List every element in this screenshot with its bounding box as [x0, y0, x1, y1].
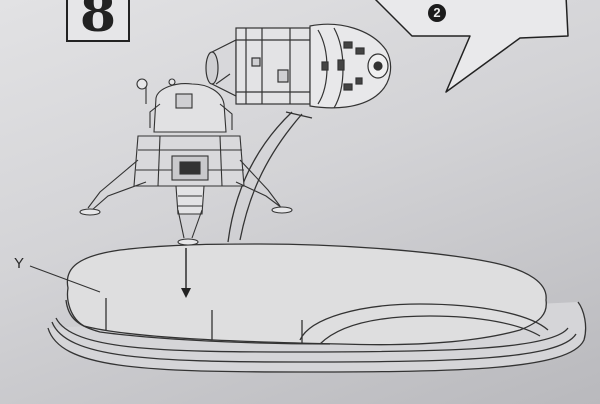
step-number-box: 8 — [66, 0, 130, 42]
command-service-module — [205, 23, 392, 109]
support-arm — [227, 111, 313, 243]
display-stand — [47, 243, 587, 373]
part-label-y: Y — [14, 255, 25, 272]
lunar-module — [79, 73, 293, 246]
circled-number-icon: 2 — [428, 4, 446, 22]
callout-bubble — [374, 0, 569, 93]
part-y-leader-line — [29, 265, 101, 293]
step-number: 8 — [79, 0, 117, 44]
down-arrow-icon — [181, 248, 191, 298]
